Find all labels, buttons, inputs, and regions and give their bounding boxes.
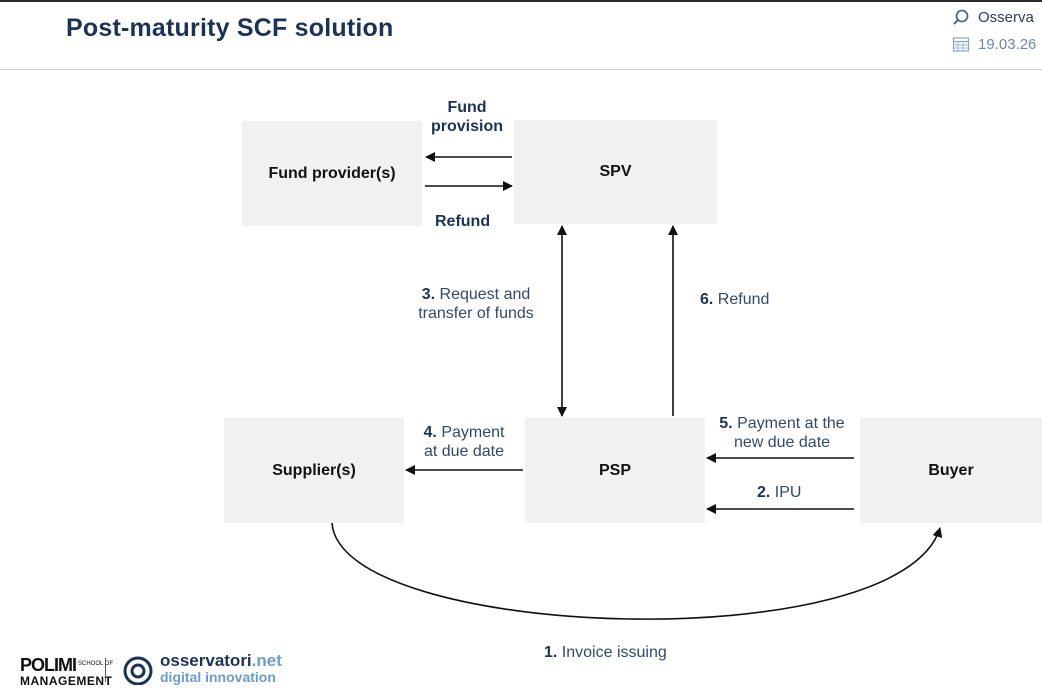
label-step4: 4. Payment at due date bbox=[404, 423, 524, 461]
label-step2: 2. IPU bbox=[757, 483, 801, 502]
header-divider bbox=[0, 69, 1042, 70]
node-psp: PSP bbox=[525, 418, 705, 523]
step3-line1: Request and bbox=[439, 286, 531, 303]
calendar-icon bbox=[952, 37, 970, 52]
step2-text: IPU bbox=[774, 484, 802, 501]
step3-line2: transfer of funds bbox=[418, 305, 534, 322]
brand-text: Osserva bbox=[978, 9, 1034, 26]
step4-line1: Payment bbox=[441, 424, 505, 441]
node-spv: SPV bbox=[514, 120, 717, 224]
step5-number: 5. bbox=[719, 415, 733, 432]
date-text: 19.03.26 bbox=[978, 36, 1037, 53]
osservatori-subtitle: digital innovation bbox=[160, 669, 276, 685]
label-step5: 5. Payment at the new due date bbox=[702, 414, 862, 452]
step5-line1: Payment at the bbox=[737, 415, 845, 432]
osservatori-wordmark: osservatori bbox=[160, 651, 252, 670]
page-title: Post-maturity SCF solution bbox=[66, 14, 394, 42]
step6-text: Refund bbox=[717, 291, 770, 308]
step5-line2: new due date bbox=[733, 434, 831, 451]
label-fund-provision-line1: Fund bbox=[447, 99, 487, 116]
label-step6: 6. Refund bbox=[700, 290, 769, 309]
footer-logo-divider bbox=[105, 658, 106, 682]
label-step3: 3. Request and transfer of funds bbox=[396, 285, 556, 323]
osservatori-net: .net bbox=[251, 651, 282, 670]
header-brand: Osserva bbox=[952, 9, 1034, 26]
label-fund-provision: Fund provision bbox=[418, 98, 516, 136]
osservatori-logo: osservatori.net digital innovation bbox=[160, 651, 282, 685]
osservatori-logo-icon bbox=[123, 656, 153, 685]
node-fund-provider: Fund provider(s) bbox=[242, 121, 422, 226]
step6-number: 6. bbox=[700, 291, 714, 308]
node-supplier: Supplier(s) bbox=[224, 418, 404, 523]
polimi-subtitle: SCHOOL OF bbox=[78, 661, 113, 667]
top-border bbox=[0, 0, 1042, 2]
node-buyer: Buyer bbox=[860, 418, 1042, 523]
header-date: 19.03.26 bbox=[952, 36, 1036, 53]
label-fund-provision-line2: provision bbox=[430, 118, 503, 135]
polimi-wordmark: POLIMI bbox=[20, 655, 77, 675]
step3-number: 3. bbox=[421, 286, 436, 303]
step1-text: Invoice issuing bbox=[561, 644, 667, 661]
step1-number: 1. bbox=[544, 644, 558, 661]
step4-number: 4. bbox=[423, 424, 437, 441]
step2-number: 2. bbox=[757, 484, 771, 501]
polimi-logo-line2: MANAGEMENT bbox=[20, 674, 113, 688]
arrow-step1-invoice bbox=[331, 522, 943, 620]
label-refund-top: Refund bbox=[435, 213, 491, 230]
step4-line2: at due date bbox=[423, 443, 505, 460]
polimi-subtitle-line1: SCHOOL OF bbox=[78, 661, 114, 667]
search-icon bbox=[953, 9, 969, 25]
label-step1: 1. Invoice issuing bbox=[544, 643, 667, 662]
